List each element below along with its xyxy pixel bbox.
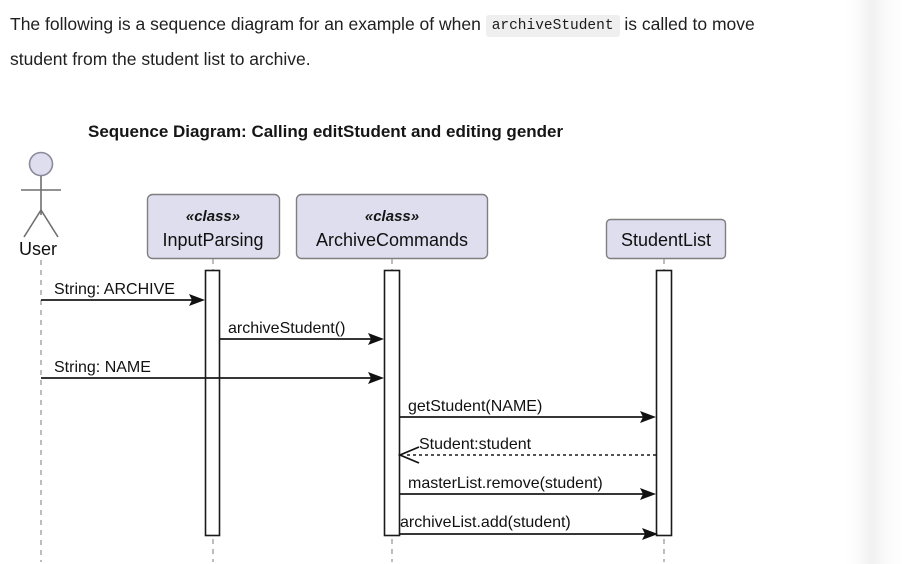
- message-archivelist-add: archiveList.add(student): [399, 514, 658, 540]
- diagram-title: Sequence Diagram: Calling editStudent an…: [88, 122, 563, 141]
- actor-user: User: [19, 151, 61, 562]
- participant-box-archivecommands[interactable]: [295, 193, 489, 260]
- message-archivestudent: archiveStudent(): [219, 320, 384, 345]
- intro-paragraph: The following is a sequence diagram for …: [10, 8, 900, 76]
- participant-box-inputparsing[interactable]: [146, 193, 281, 260]
- message-label-1: archiveStudent(): [228, 320, 345, 337]
- actor-leg-right: [40, 209, 59, 238]
- sequence-diagram-canvas: Sequence Diagram: Calling editStudent an…: [19, 122, 727, 563]
- participant-stereotype-archivecommands: «class»: [365, 208, 419, 225]
- message-string-archive: String: ARCHIVE: [41, 281, 205, 306]
- activation-bar-studentlist: [655, 269, 673, 537]
- message-label-4: Student:student: [419, 436, 532, 453]
- message-label-2: String: NAME: [54, 359, 151, 376]
- intro-text-line2: student from the student list to archive…: [10, 49, 311, 69]
- participant-archivecommands[interactable]: «class» ArchiveCommands: [295, 193, 489, 563]
- intro-text-part2: is called to move: [624, 14, 755, 34]
- message-label-0: String: ARCHIVE: [54, 281, 175, 298]
- message-arrowhead-6: [642, 528, 658, 540]
- participant-name-studentlist: StudentList: [621, 230, 711, 250]
- participant-inputparsing[interactable]: «class» InputParsing: [146, 193, 281, 563]
- message-arrowhead-2: [368, 372, 384, 384]
- inline-code-archivestudent: archiveStudent: [485, 15, 620, 37]
- message-student-return: Student:student: [397, 436, 656, 464]
- message-arrowhead-4: [397, 446, 420, 464]
- participant-studentlist[interactable]: StudentList: [605, 218, 727, 563]
- message-arrowhead-1: [368, 333, 384, 345]
- actor-leg-left: [23, 209, 42, 238]
- message-arrowhead-3: [640, 411, 656, 423]
- participant-name-archivecommands: ArchiveCommands: [316, 230, 468, 250]
- participant-stereotype-inputparsing: «class»: [186, 208, 240, 225]
- actor-user-label: User: [19, 239, 57, 259]
- message-string-name: String: NAME: [41, 359, 384, 384]
- sequence-diagram: Sequence Diagram: Calling editStudent an…: [0, 100, 904, 564]
- message-masterlist-remove: masterList.remove(student): [399, 475, 656, 500]
- message-label-5: masterList.remove(student): [408, 475, 603, 492]
- message-getstudent: getStudent(NAME): [399, 398, 656, 423]
- message-arrowhead-0: [189, 294, 205, 306]
- activation-bar-archivecommands: [383, 269, 401, 537]
- participant-box-studentlist[interactable]: [605, 218, 727, 260]
- message-arrowhead-5: [640, 488, 656, 500]
- intro-text-part1: The following is a sequence diagram for …: [10, 14, 481, 34]
- message-label-3: getStudent(NAME): [408, 398, 542, 415]
- participant-name-inputparsing: InputParsing: [162, 230, 263, 250]
- activation-bar-inputparsing: [204, 269, 221, 537]
- actor-head-icon: [28, 151, 54, 177]
- message-label-6: archiveList.add(student): [400, 514, 571, 531]
